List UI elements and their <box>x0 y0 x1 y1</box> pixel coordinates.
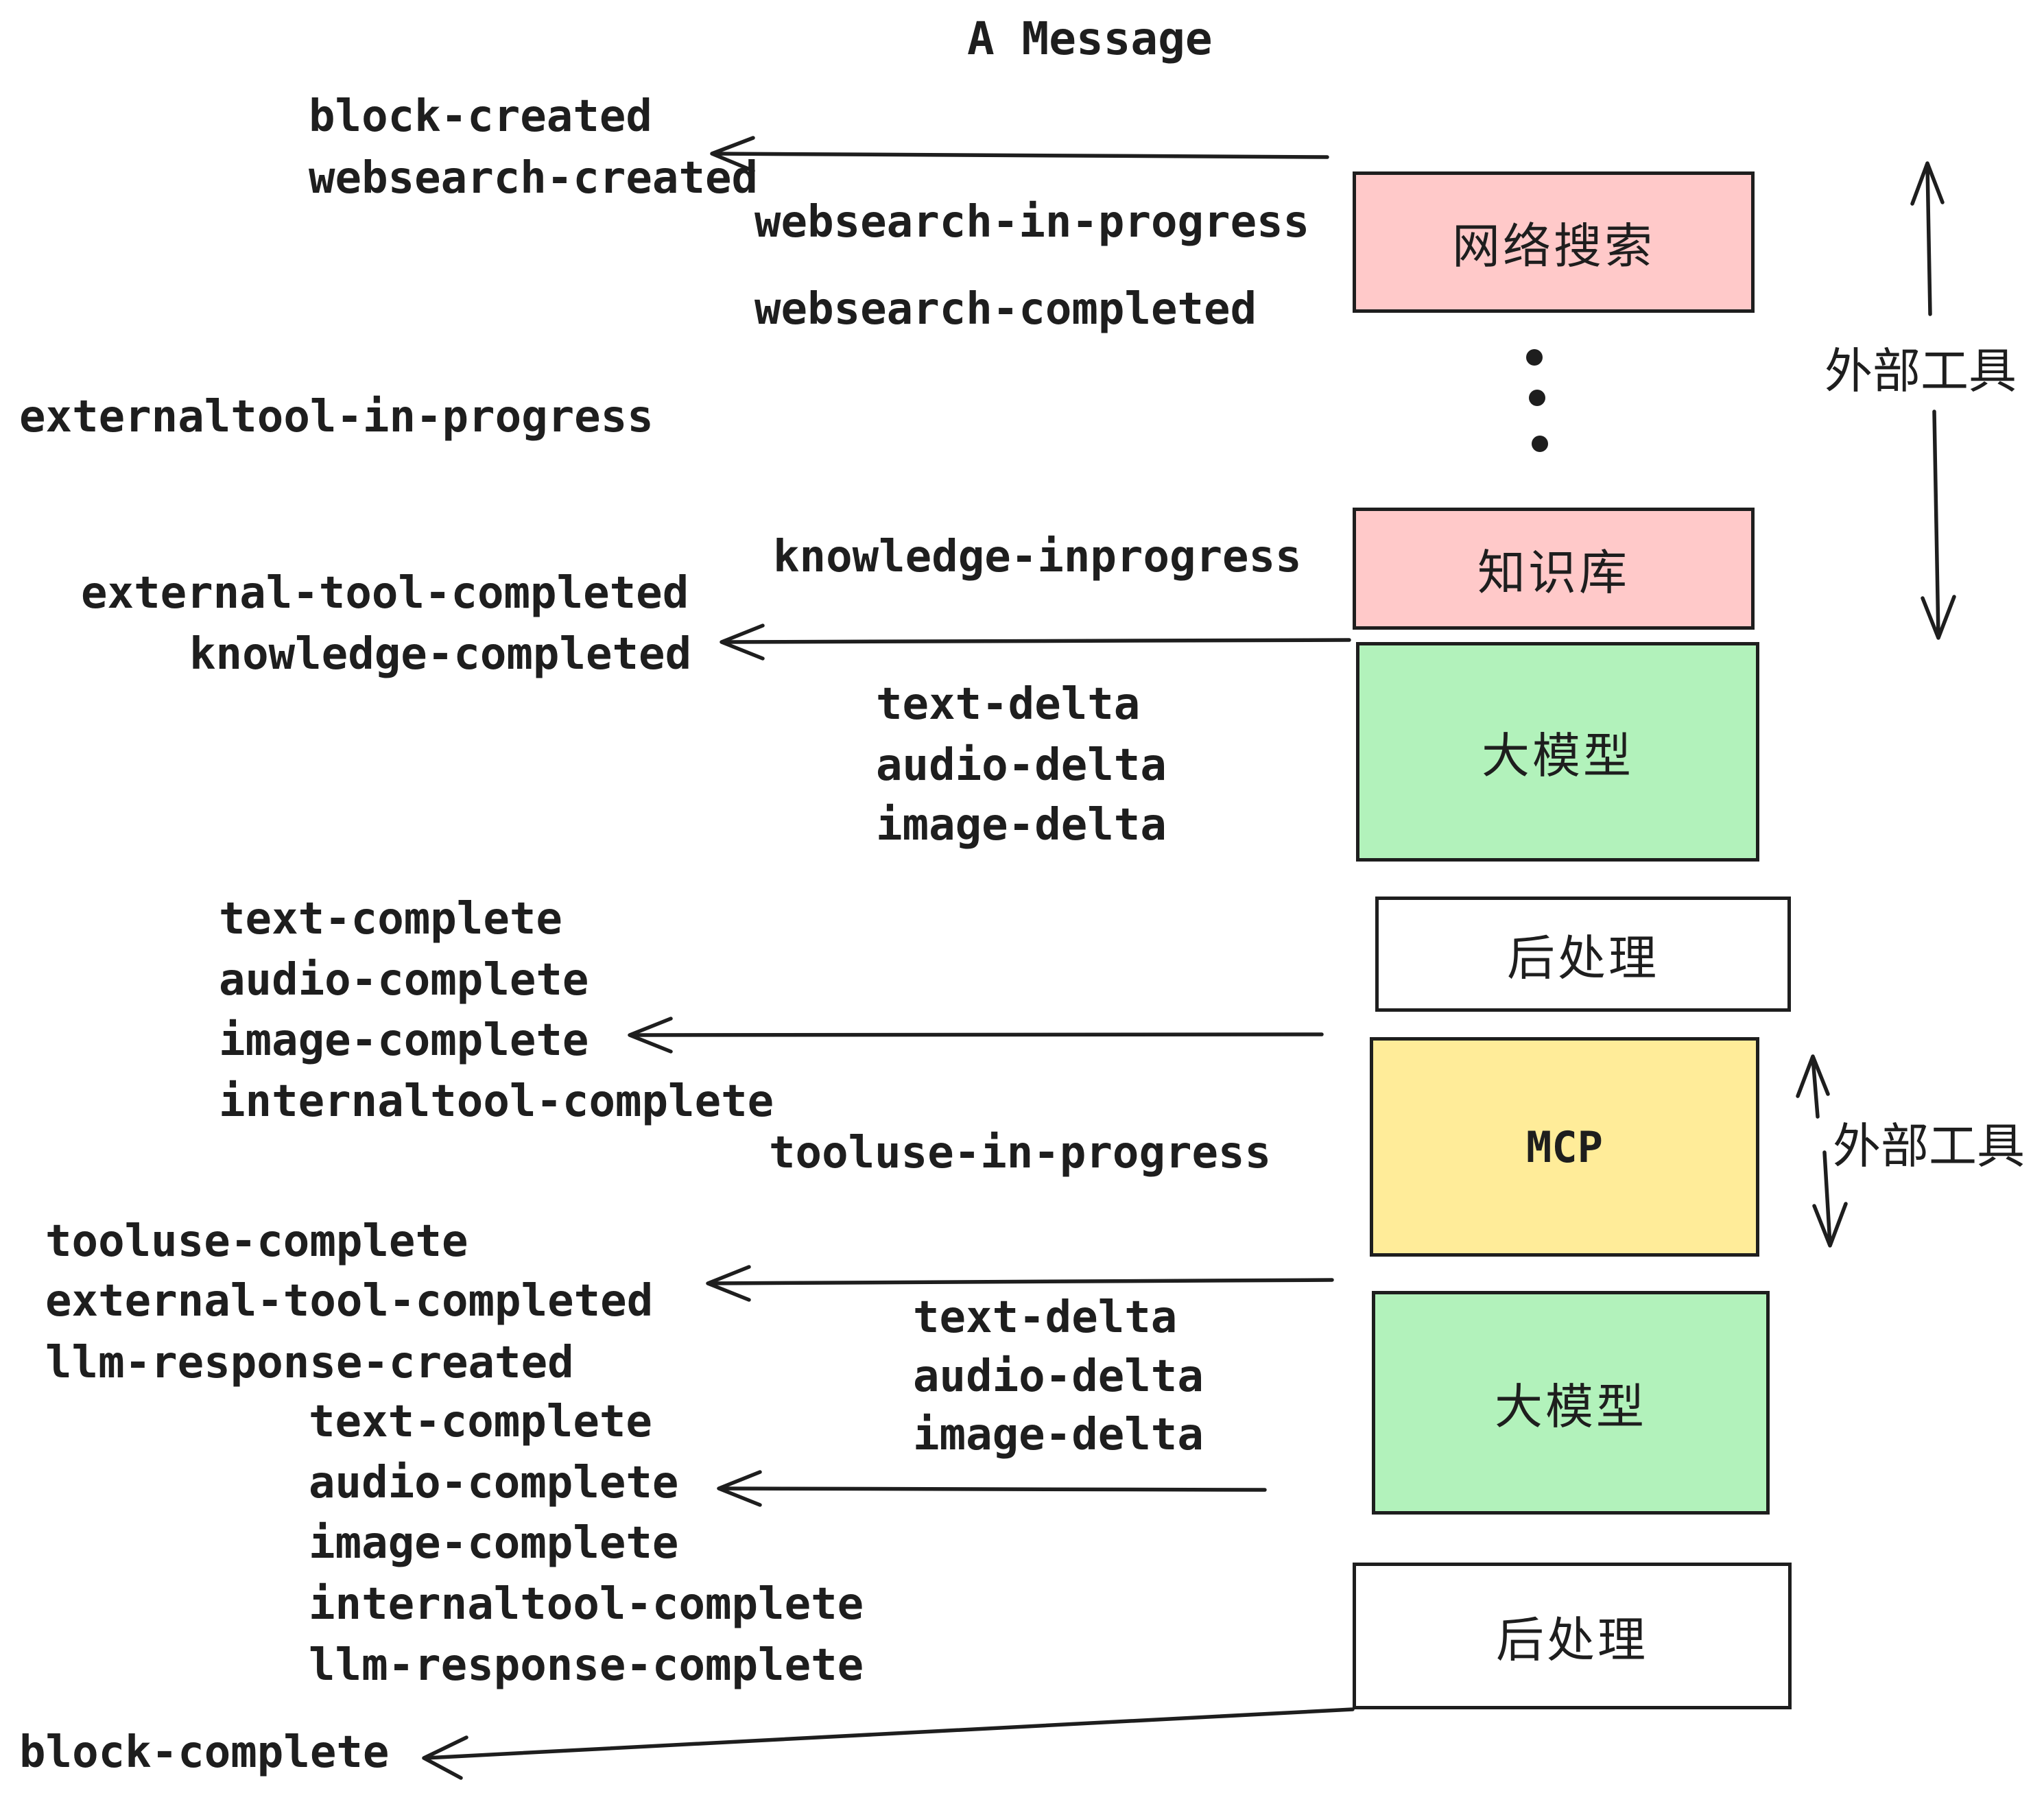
box-mcp-label: MCP <box>1526 1121 1603 1172</box>
event-label-audio-delta: audio-delta <box>876 740 1167 791</box>
box-postprocess-1: 后处理 <box>1375 897 1791 1012</box>
ellipsis-dots <box>1526 349 1548 452</box>
event-label-text-delta-2: text-delta <box>913 1292 1178 1343</box>
event-label-llm-response-created: llm-response-created <box>45 1338 574 1388</box>
event-label-image-complete-2: image-complete <box>309 1518 679 1569</box>
box-llm-1: 大模型 <box>1356 642 1759 862</box>
arrow-to-audio-complete <box>717 1470 1267 1507</box>
event-label-audio-complete-2: audio-complete <box>309 1458 679 1508</box>
event-label-image-delta: image-delta <box>876 800 1167 851</box>
event-label-image-delta-2: image-delta <box>913 1410 1204 1460</box>
event-label-external-tool-completed-2: external-tool-completed <box>45 1276 654 1327</box>
event-label-internaltool-complete-2: internaltool-complete <box>309 1579 864 1630</box>
arrow-to-block-created <box>710 136 1329 173</box>
external-tools-up-arrow <box>1910 161 1945 316</box>
event-label-block-created: block-created <box>309 91 652 142</box>
box-llm-2: 大模型 <box>1372 1291 1770 1515</box>
event-label-text-delta: text-delta <box>876 679 1141 730</box>
event-label-internaltool-complete: internaltool-complete <box>219 1076 774 1127</box>
event-label-text-complete-2: text-complete <box>309 1397 652 1447</box>
box-websearch: 网络搜索 <box>1353 171 1755 313</box>
event-label-websearch-in-progress: websearch-in-progress <box>754 197 1310 248</box>
event-label-audio-complete: audio-complete <box>219 955 589 1006</box>
diagram-title: A Message <box>967 12 1213 65</box>
external-tools-label-top: 外部工具 <box>1825 343 2017 399</box>
box-knowledge: 知识库 <box>1353 508 1755 630</box>
box-websearch-label: 网络搜索 <box>1452 217 1655 274</box>
event-label-image-complete: image-complete <box>219 1015 589 1066</box>
mcp-external-tools-up-arrow <box>1796 1054 1830 1119</box>
arrow-to-image-complete <box>628 1017 1324 1054</box>
event-label-websearch-completed: websearch-completed <box>754 284 1257 335</box>
event-label-tooluse-in-progress: tooluse-in-progress <box>769 1128 1272 1178</box>
box-knowledge-label: 知识库 <box>1477 544 1630 601</box>
external-tools-label-bottom: 外部工具 <box>1833 1118 2025 1174</box>
event-label-externaltool-in-progress: externaltool-in-progress <box>19 392 654 442</box>
box-postprocess-2: 后处理 <box>1353 1563 1792 1709</box>
event-label-block-complete: block-complete <box>19 1727 390 1778</box>
external-tools-down-arrow <box>1921 410 1956 640</box>
event-label-knowledge-completed: knowledge-completed <box>189 629 692 680</box>
event-label-tooluse-complete: tooluse-complete <box>45 1216 468 1267</box>
event-label-external-tool-completed: external-tool-completed <box>81 568 689 619</box>
mcp-external-tools-down-arrow <box>1812 1150 1848 1248</box>
event-label-text-complete: text-complete <box>219 894 562 945</box>
event-label-llm-response-complete: llm-response-complete <box>309 1640 864 1691</box>
arrow-to-knowledge-completed <box>720 624 1351 661</box>
arrow-to-block-complete <box>422 1707 1355 1780</box>
box-postprocess-2-label: 后处理 <box>1496 1611 1648 1668</box>
event-label-audio-delta-2: audio-delta <box>913 1351 1204 1402</box>
event-label-knowledge-inprogress: knowledge-inprogress <box>773 532 1302 582</box>
box-llm-2-label: 大模型 <box>1495 1378 1647 1435</box>
event-label-websearch-created: websearch-created <box>309 153 759 204</box>
box-postprocess-1-label: 后处理 <box>1507 929 1659 986</box>
box-mcp: MCP <box>1370 1037 1759 1257</box>
arrow-to-external-tool-completed <box>706 1265 1334 1302</box>
box-llm-1-label: 大模型 <box>1482 727 1634 784</box>
